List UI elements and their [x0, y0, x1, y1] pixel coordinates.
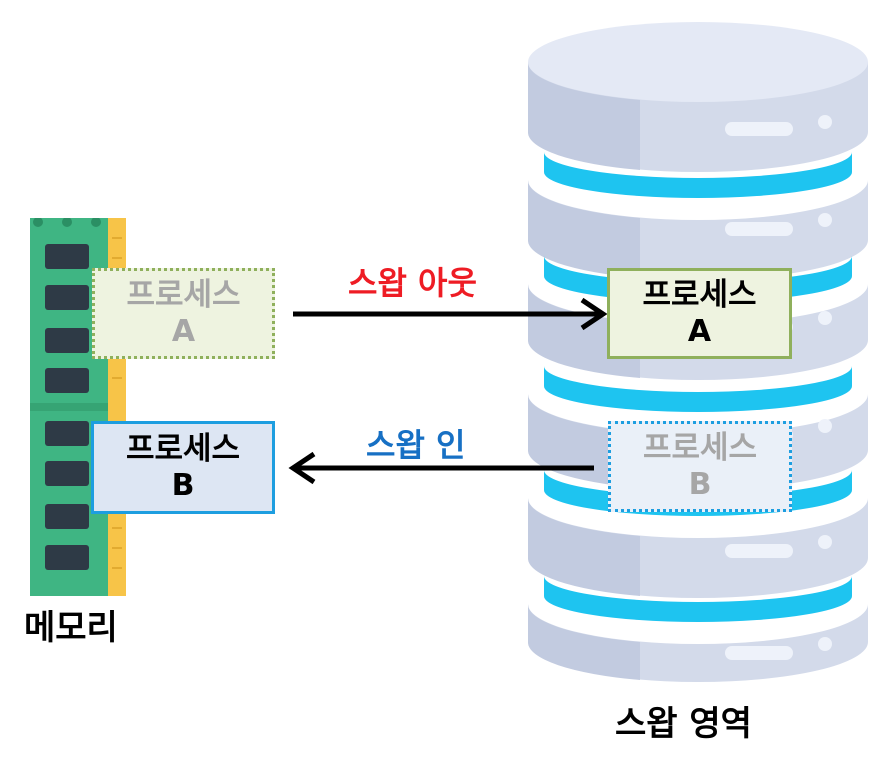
process-name: 프로세스: [642, 276, 757, 313]
memory-process-b-box: 프로세스 B: [91, 421, 275, 514]
process-name: 프로세스: [126, 276, 241, 313]
swap-process-b-box: 프로세스 B: [608, 421, 792, 512]
process-id: A: [687, 314, 712, 350]
swap-area-label: 스왑 영역: [615, 704, 752, 744]
disk-layer: [527, 498, 868, 598]
process-name: 프로세스: [642, 429, 758, 466]
disk-layer: [527, 22, 868, 172]
disk-layer: [527, 180, 868, 280]
disk-ring: [544, 366, 852, 412]
swap-in-label: 스왑 인: [366, 426, 466, 464]
process-name: 프로세스: [125, 430, 241, 467]
process-id: B: [688, 467, 712, 503]
disk-ring: [544, 152, 852, 198]
process-id: A: [171, 314, 196, 350]
memory-label: 메모리: [24, 608, 118, 648]
swap-process-a-box: 프로세스 A: [607, 268, 792, 359]
memory-process-a-box: 프로세스 A: [92, 268, 275, 359]
disk-ring: [544, 576, 852, 622]
process-id: B: [171, 468, 195, 504]
disk-layer: [527, 604, 868, 682]
swap-out-label: 스왑 아웃: [348, 264, 477, 302]
